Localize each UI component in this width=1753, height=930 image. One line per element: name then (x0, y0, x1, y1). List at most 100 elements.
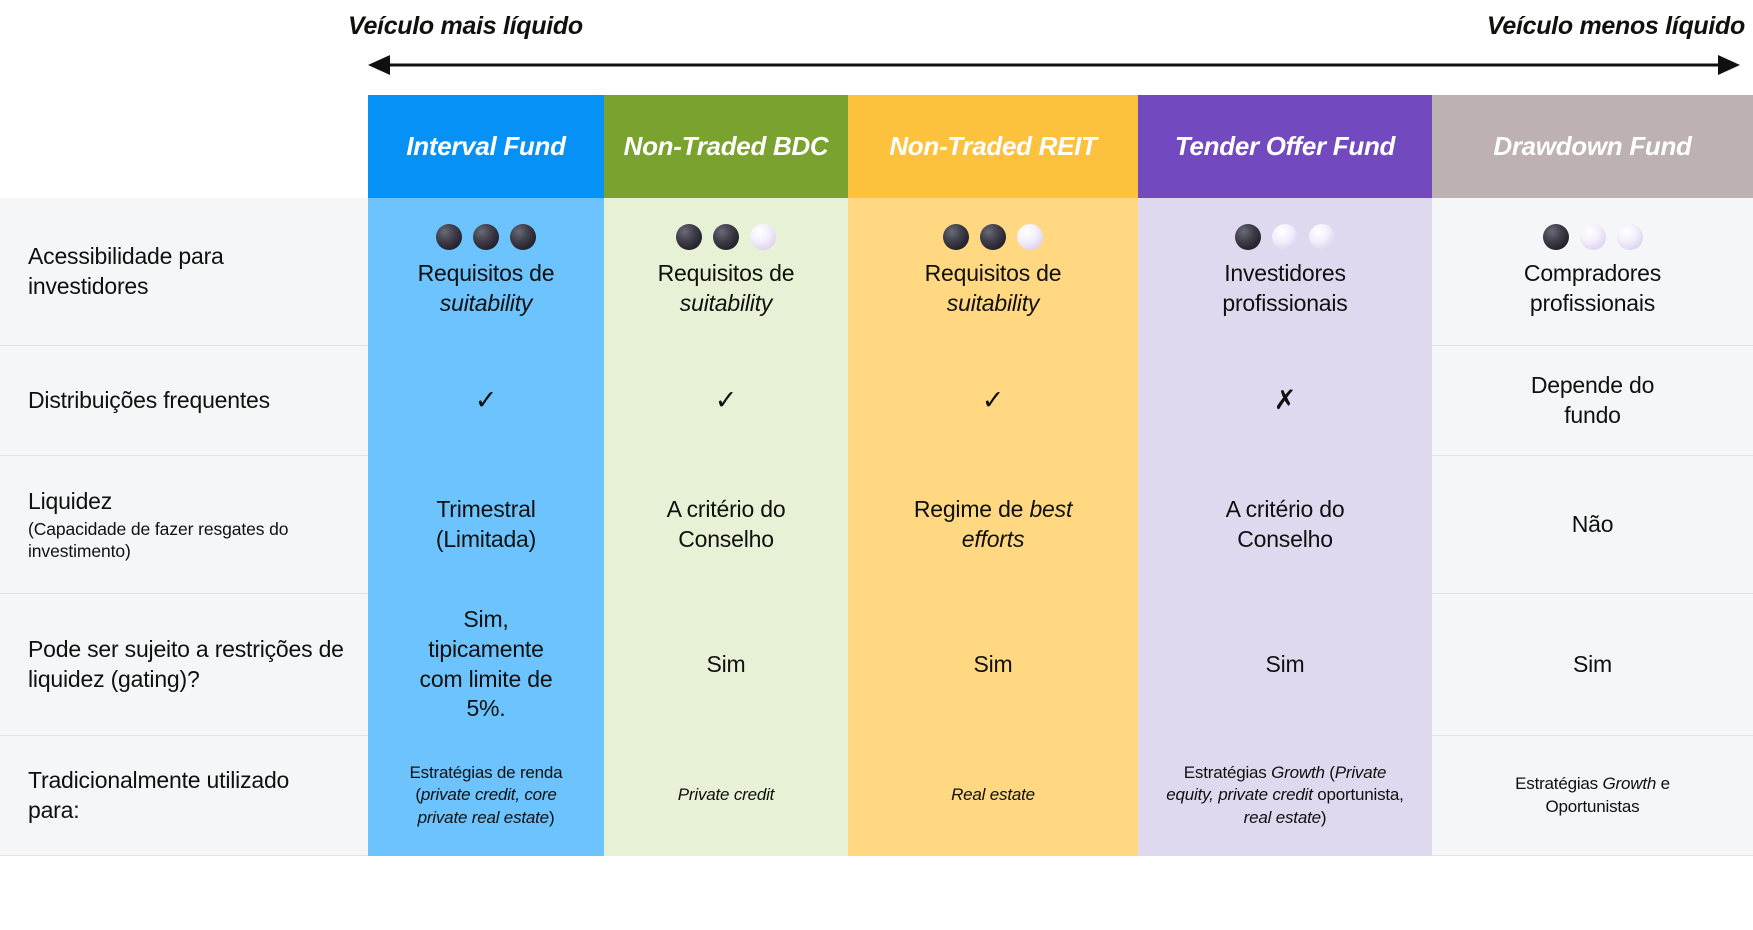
row-label-text: Pode ser sujeito a restrições de liquide… (28, 636, 344, 692)
cell-tradicionalmente-non-traded-bdc: Private credit (604, 736, 848, 856)
cell-line-1-emphasis: best (1029, 495, 1073, 522)
fund-comparison-table: Interval Fund Non-Traded BDC Non-Traded … (0, 95, 1753, 856)
text-emphasis: Real estate (951, 785, 1035, 805)
cell-line-2: suitability (946, 290, 1040, 316)
text-plain: Estratégias de renda ( (409, 762, 563, 805)
cell-line-1: Compradores (1523, 260, 1662, 287)
dot-empty-icon (1616, 224, 1643, 251)
column-header-non-traded-bdc[interactable]: Non-Traded BDC (604, 95, 848, 198)
cell-line-1: Depende do (1530, 371, 1655, 398)
cell-line-2: (Limitada) (435, 525, 537, 552)
cell-acessibilidade-drawdown-fund: Compradores profissionais (1432, 198, 1753, 346)
text-emphasis-1: Growth (1271, 762, 1325, 782)
column-header-non-traded-reit[interactable]: Non-Traded REIT (848, 95, 1138, 198)
text-emphasis-3: real estate (1243, 807, 1321, 827)
cell-acessibilidade-non-traded-bdc: Requisitos de suitability (604, 198, 848, 346)
text-emphasis: private credit, core private real estate (417, 785, 557, 827)
cell-text: Estratégias Growth (Private equity, priv… (1163, 762, 1408, 829)
cell-text: Sim (706, 650, 746, 677)
dot-filled-icon (1542, 224, 1569, 251)
cell-distribuicoes-non-traded-reit: ✓ (848, 346, 1138, 456)
table-row-distribuicoes: Distribuições frequentes ✓ ✓ ✓ ✗ Depende… (0, 346, 1753, 456)
double-arrow-icon (368, 55, 1740, 75)
cell-line-1: A critério do (1225, 495, 1345, 522)
cell-text: Sim, tipicamente com limite de 5%. (419, 605, 553, 722)
axis-label-most-liquid: Veículo mais líquido (348, 12, 583, 40)
cell-text: Sim (1572, 650, 1612, 677)
header-corner-spacer (0, 95, 368, 198)
cell-line-1: Não (1571, 510, 1614, 537)
dot-empty-icon (1579, 224, 1606, 251)
row-label-subtext: (Capacidade de fazer resgates do investi… (28, 518, 289, 561)
column-header-interval-fund[interactable]: Interval Fund (368, 95, 604, 198)
table-row-tradicionalmente: Tradicionalmente utilizado para: Estraté… (0, 736, 1753, 856)
dot-filled-icon (436, 224, 462, 251)
text-emphasis-2: Private equity, private credit (1166, 762, 1387, 805)
cell-line-2: suitability (679, 290, 773, 316)
table-row-gating: Pode ser sujeito a restrições de liquide… (0, 594, 1753, 736)
text-emphasis: Growth (1602, 774, 1657, 794)
cell-line-1: Trimestral (436, 495, 536, 522)
row-label-text: Tradicionalmente utilizado para: (28, 767, 290, 823)
cell-line-1: Requisitos de (924, 260, 1062, 287)
dot-empty-icon (1272, 224, 1298, 251)
row-label-text: Acessibilidade para investidores (28, 243, 224, 299)
dot-filled-icon (713, 224, 739, 251)
axis-label-least-liquid: Veículo menos líquido (1486, 12, 1745, 40)
cell-liquidez-non-traded-bdc: A critério do Conselho (604, 456, 848, 594)
cell-acessibilidade-non-traded-reit: Requisitos de suitability (848, 198, 1138, 346)
row-label-distribuicoes: Distribuições frequentes (0, 346, 368, 456)
column-header-drawdown-fund[interactable]: Drawdown Fund (1432, 95, 1753, 198)
cell-acessibilidade-tender-offer-fund: Investidores profissionais (1138, 198, 1432, 346)
cell-liquidez-drawdown-fund: Não (1432, 456, 1753, 594)
rating-dots (943, 224, 1043, 251)
rating-dots (436, 224, 536, 251)
cell-distribuicoes-drawdown-fund: Depende do fundo (1432, 346, 1753, 456)
cell-gating-interval-fund: Sim, tipicamente com limite de 5%. (368, 594, 604, 736)
check-icon: ✓ (474, 385, 498, 415)
table-header-row: Interval Fund Non-Traded BDC Non-Traded … (0, 95, 1753, 198)
dot-empty-icon (1017, 224, 1043, 251)
text-plain-tail: ) (548, 807, 555, 827)
cell-text: Estratégias de renda (private credit, co… (394, 762, 579, 829)
dot-filled-icon (676, 224, 702, 251)
cell-line-2: Conselho (1237, 525, 1333, 552)
cell-line-2: profissionais (1529, 290, 1656, 316)
row-label-acessibilidade: Acessibilidade para investidores (0, 198, 368, 346)
rating-dots (676, 224, 776, 251)
cell-distribuicoes-interval-fund: ✓ (368, 346, 604, 456)
row-label-text: Liquidez (28, 488, 113, 515)
cell-text: Real estate (951, 784, 1035, 806)
cell-tradicionalmente-non-traded-reit: Real estate (848, 736, 1138, 856)
dot-filled-icon (473, 224, 499, 251)
cell-liquidez-interval-fund: Trimestral (Limitada) (368, 456, 604, 594)
table-row-liquidez: Liquidez (Capacidade de fazer resgates d… (0, 456, 1753, 594)
rating-dots (1235, 224, 1335, 251)
cell-text: Estratégias Growth e Oportunistas (1473, 773, 1713, 818)
text-plain: Estratégias (1515, 774, 1603, 794)
cell-line-1: Investidores (1224, 260, 1346, 287)
rating-dots (1542, 224, 1643, 251)
cell-line-2: Conselho (678, 525, 774, 552)
cell-tradicionalmente-interval-fund: Estratégias de renda (private credit, co… (368, 736, 604, 856)
text-plain-3: oportunista, (1312, 785, 1404, 805)
text-emphasis: Private credit (677, 785, 775, 805)
cell-tradicionalmente-tender-offer-fund: Estratégias Growth (Private equity, priv… (1138, 736, 1432, 856)
cell-line-1-plain: Regime de (913, 495, 1030, 522)
cell-acessibilidade-interval-fund: Requisitos de suitability (368, 198, 604, 346)
cell-line-1: A critério do (666, 495, 786, 522)
dot-filled-icon (943, 224, 969, 251)
cell-tradicionalmente-drawdown-fund: Estratégias Growth e Oportunistas (1432, 736, 1753, 856)
cell-distribuicoes-non-traded-bdc: ✓ (604, 346, 848, 456)
cell-line-1: Regime de best (913, 495, 1073, 525)
cell-liquidez-non-traded-reit: Regime de best efforts (848, 456, 1138, 594)
text-plain-4: ) (1320, 807, 1327, 827)
row-label-gating: Pode ser sujeito a restrições de liquide… (0, 594, 368, 736)
cell-gating-tender-offer-fund: Sim (1138, 594, 1432, 736)
dot-filled-icon (510, 224, 536, 251)
cell-gating-non-traded-bdc: Sim (604, 594, 848, 736)
column-header-tender-offer-fund[interactable]: Tender Offer Fund (1138, 95, 1432, 198)
text-plain-tail: e Oportunistas (1545, 774, 1671, 816)
check-icon: ✓ (981, 385, 1005, 415)
cell-line-2: suitability (439, 290, 533, 316)
